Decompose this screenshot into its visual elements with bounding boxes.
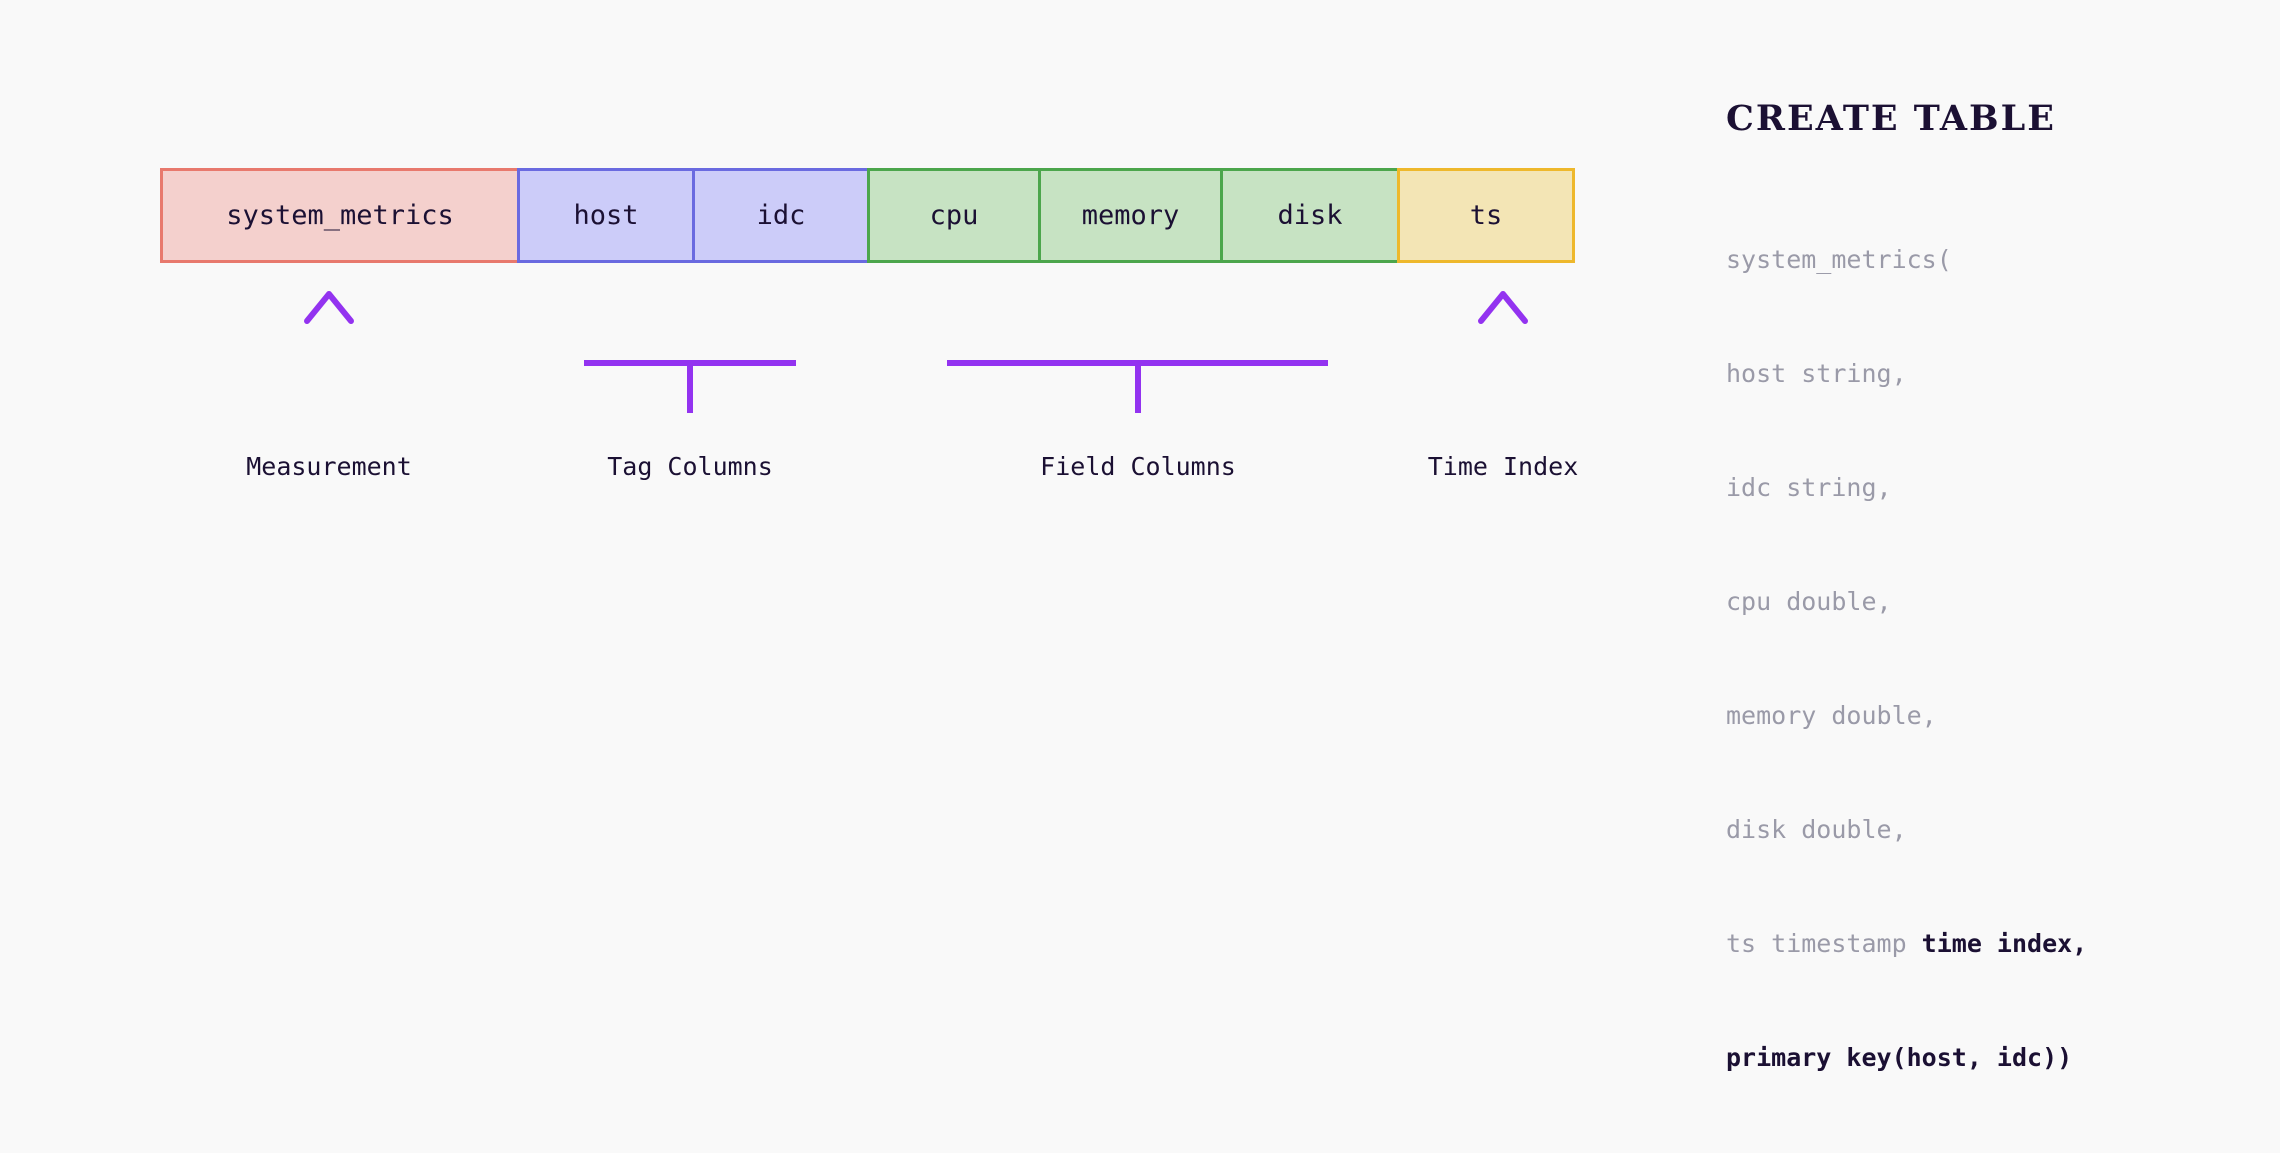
schema-cell-label: memory: [1081, 200, 1180, 231]
code-plain: host string,: [1726, 359, 1907, 388]
time-index-arrow-icon: [1478, 291, 1528, 413]
schema-strip: system_metrics host idc cpu memory disk …: [160, 168, 1575, 263]
code-bold: time index,: [1921, 929, 2088, 958]
tag-columns-bracket-icon: [584, 299, 796, 413]
code-plain: disk double,: [1726, 815, 1907, 844]
schema-cell-label: cpu: [929, 200, 979, 231]
code-line: disk double,: [1726, 811, 2087, 849]
schema-cell-disk: disk: [1220, 168, 1400, 263]
schema-cell-ts: ts: [1397, 168, 1575, 263]
schema-cell-measurement: system_metrics: [160, 168, 520, 263]
code-plain: idc string,: [1726, 473, 1892, 502]
schema-cell-label: ts: [1469, 200, 1503, 231]
field-columns-bracket-icon: [947, 299, 1328, 413]
measurement-arrow-icon: [304, 291, 354, 413]
code-plain: ts timestamp: [1726, 929, 1922, 958]
caption-tag-columns: Tag Columns: [607, 452, 773, 481]
create-table-code: system_metrics( host string, idc string,…: [1726, 165, 2087, 1153]
schema-cell-label: idc: [756, 200, 806, 231]
caption-time-index: Time Index: [1427, 452, 1579, 481]
code-line: host string,: [1726, 355, 2087, 393]
code-plain: system_metrics(: [1726, 245, 1952, 274]
code-line: idc string,: [1726, 469, 2087, 507]
code-line: primary key(host, idc)): [1726, 1039, 2087, 1077]
caption-measurement: Measurement: [246, 452, 412, 481]
code-line: memory double,: [1726, 697, 2087, 735]
schema-cell-memory: memory: [1038, 168, 1223, 263]
code-plain: memory double,: [1726, 701, 1937, 730]
code-bold: primary key(host, idc)): [1726, 1043, 2073, 1072]
schema-cell-idc: idc: [692, 168, 870, 263]
schema-cell-host: host: [517, 168, 695, 263]
caption-field-columns: Field Columns: [1040, 452, 1236, 481]
schema-cell-label: host: [573, 200, 639, 231]
create-table-title: CREATE TABLE: [1726, 98, 2056, 139]
code-plain: cpu double,: [1726, 587, 1892, 616]
code-line: cpu double,: [1726, 583, 2087, 621]
schema-cell-cpu: cpu: [867, 168, 1041, 263]
create-table-panel: CREATE TABLE system_metrics( host string…: [1726, 98, 2087, 1153]
schema-cell-label: disk: [1277, 200, 1343, 231]
schema-cell-label: system_metrics: [226, 200, 454, 231]
code-line: system_metrics(: [1726, 241, 2087, 279]
diagram-canvas: system_metrics host idc cpu memory disk …: [160, 98, 2087, 1072]
code-line: ts timestamp time index,: [1726, 925, 2087, 963]
